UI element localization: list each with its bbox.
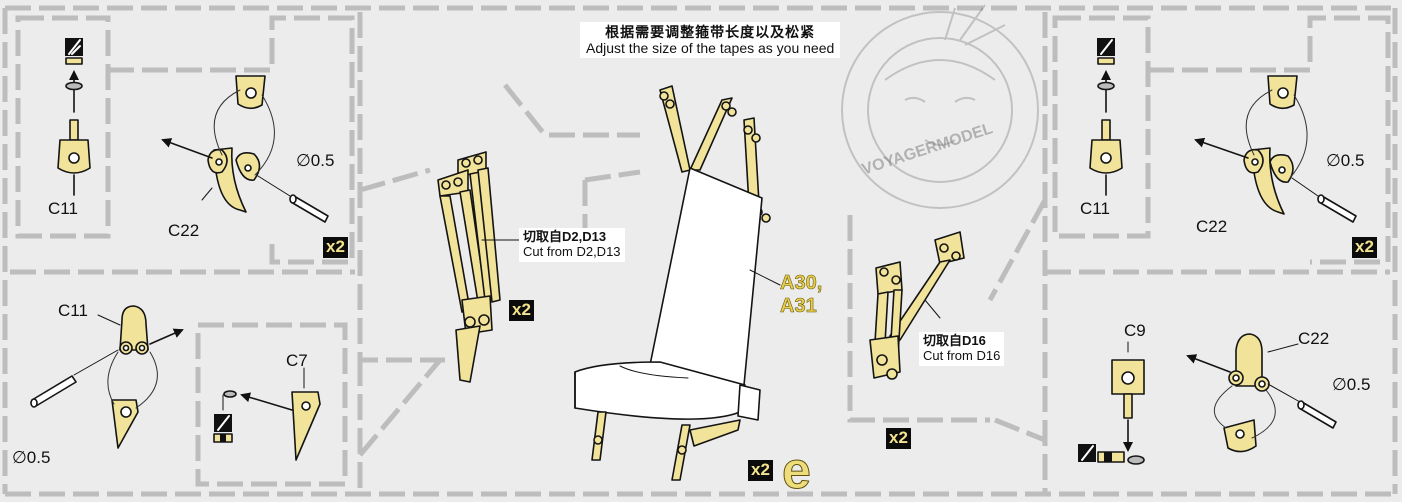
harness-right bbox=[869, 231, 965, 380]
wire-rod bbox=[289, 194, 329, 223]
title-cn: 根据需要调整箍带长度以及松紧 bbox=[605, 24, 816, 40]
arrow-c22 bbox=[161, 138, 213, 159]
sprue-letter: e bbox=[782, 442, 811, 500]
label-diameter-d: ∅0.5 bbox=[1332, 375, 1371, 394]
label-c11: C11 bbox=[48, 199, 78, 218]
wire-rod-d bbox=[1297, 400, 1337, 429]
multiplier-badge-c: x2 bbox=[1352, 237, 1377, 258]
cut-left-cn: 切取自D2,D13 bbox=[523, 229, 607, 244]
cut-note-right: 切取自D16 Cut from D16 bbox=[919, 332, 1005, 366]
part-c11-c bbox=[1089, 119, 1123, 174]
seat-part-label: A30, A31 bbox=[780, 272, 823, 318]
hole-mark bbox=[65, 81, 83, 91]
label-c11-c: C11 bbox=[1080, 199, 1110, 218]
tool-icon-c bbox=[1097, 38, 1115, 65]
tool-icon-d bbox=[1078, 444, 1125, 463]
part-c9 bbox=[1111, 359, 1145, 419]
seat-part-line1: A30, bbox=[780, 272, 823, 295]
label-c11-b: C11 bbox=[58, 301, 88, 320]
title-en: Adjust the size of the tapes as you need bbox=[586, 40, 835, 57]
part-c22-c bbox=[1243, 75, 1308, 215]
tool-icon-b bbox=[213, 414, 233, 443]
multiplier-badge-left: x2 bbox=[509, 300, 534, 321]
part-c22 bbox=[207, 75, 275, 213]
title-box: 根据需要调整箍带长度以及松紧 Adjust the size of the ta… bbox=[580, 22, 841, 59]
arrow-c7 bbox=[240, 392, 293, 411]
multiplier-badge-right: x2 bbox=[886, 428, 911, 449]
part-c22-d bbox=[1214, 333, 1276, 453]
label-diameter: ∅0.5 bbox=[296, 151, 335, 170]
arrow-c11-b bbox=[149, 328, 184, 345]
wire-rod-c bbox=[1317, 194, 1357, 223]
label-c22-c: C22 bbox=[1196, 217, 1228, 236]
harness-left bbox=[437, 151, 501, 383]
seat-part-line2: A31 bbox=[780, 295, 817, 318]
wire-line bbox=[257, 175, 291, 197]
seat bbox=[574, 85, 771, 481]
part-c11 bbox=[57, 119, 91, 174]
multiplier-badge-seat: x2 bbox=[748, 460, 773, 481]
multiplier-badge: x2 bbox=[323, 237, 348, 258]
voyager-watermark bbox=[841, 4, 1039, 209]
part-c7 bbox=[291, 391, 321, 461]
cut-note-left: 切取自D2,D13 Cut from D2,D13 bbox=[519, 228, 625, 262]
wire-rod-b bbox=[30, 375, 77, 408]
label-diameter-b: ∅0.5 bbox=[12, 448, 51, 467]
part-c11-b bbox=[107, 305, 158, 449]
label-c22: C22 bbox=[168, 221, 200, 240]
cut-right-en: Cut from D16 bbox=[923, 347, 1001, 363]
cut-left-en: Cut from D2,D13 bbox=[523, 243, 621, 259]
label-c7: C7 bbox=[286, 351, 308, 370]
cut-right-cn: 切取自D16 bbox=[923, 333, 986, 348]
label-diameter-c: ∅0.5 bbox=[1326, 151, 1365, 170]
label-c9: C9 bbox=[1124, 321, 1146, 340]
tool-icon bbox=[65, 38, 83, 65]
label-c22-d: C22 bbox=[1298, 329, 1330, 348]
